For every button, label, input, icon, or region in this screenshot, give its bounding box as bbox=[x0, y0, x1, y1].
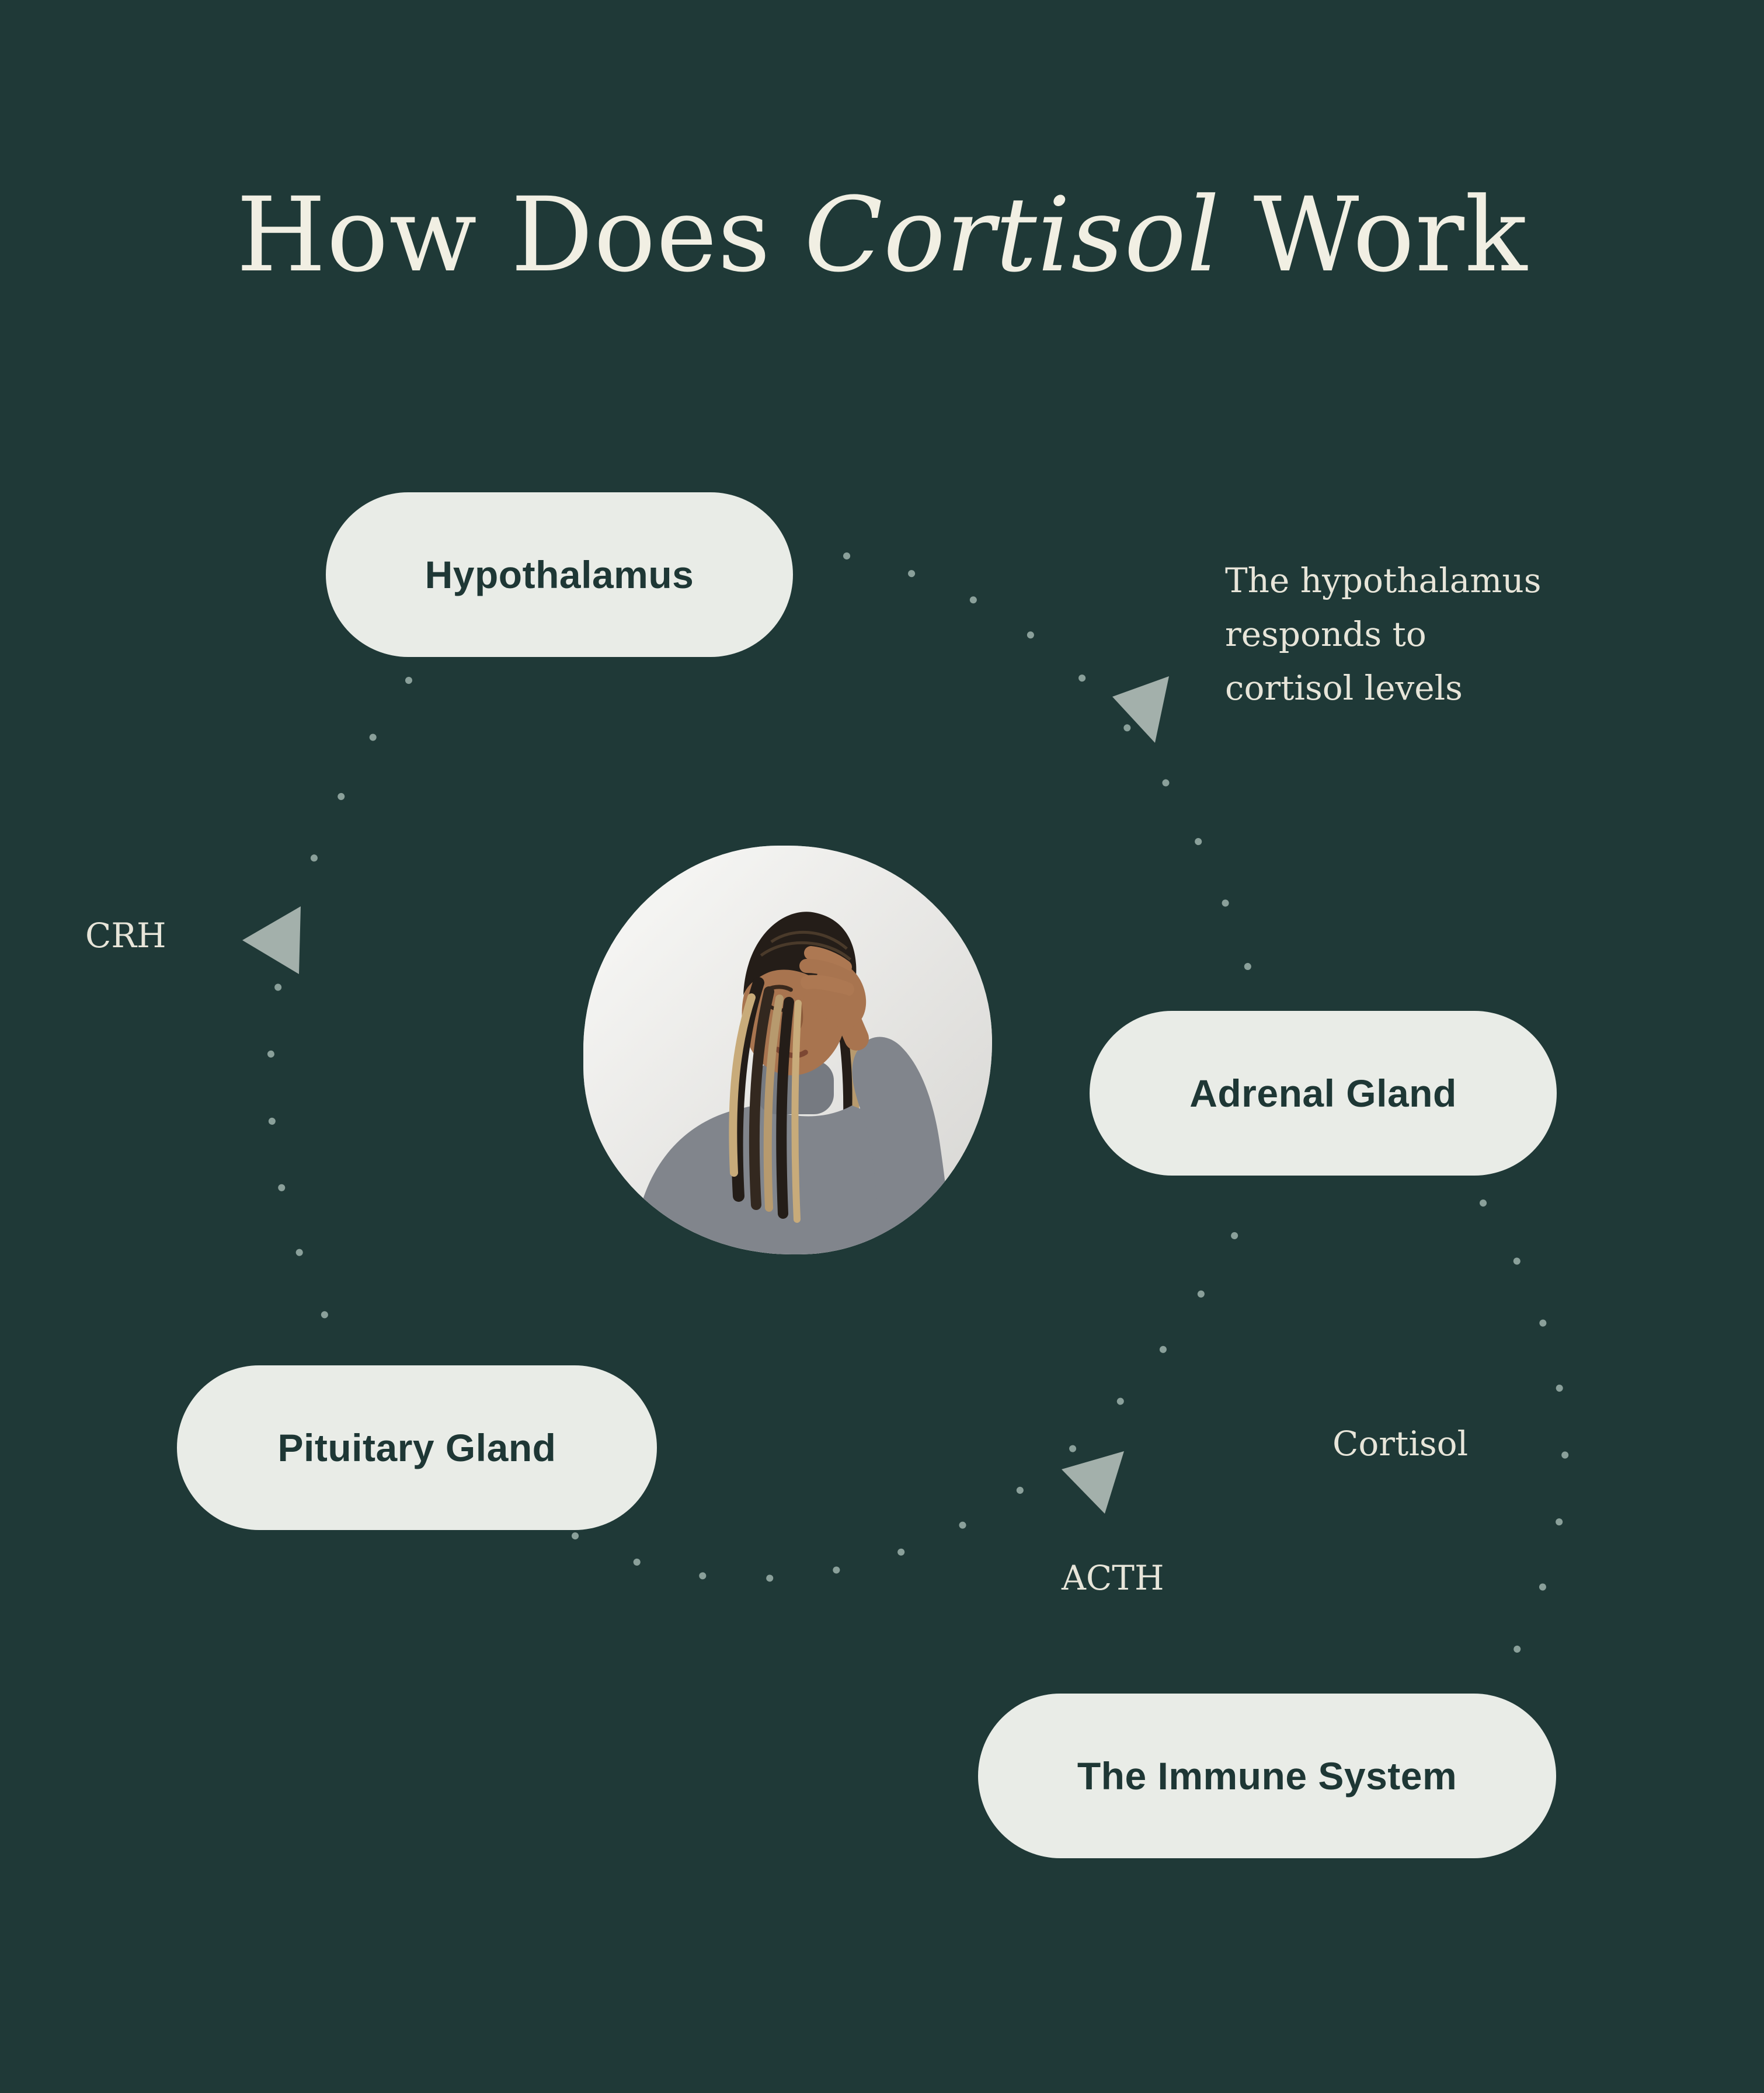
node-adrenal-gland: Adrenal Gland bbox=[1090, 1011, 1557, 1176]
node-pituitary-gland-label: Pituitary Gland bbox=[277, 1426, 556, 1469]
label-acth: ACTH bbox=[1062, 1558, 1164, 1598]
title-suffix: Work bbox=[1220, 175, 1528, 295]
node-pituitary-gland: Pituitary Gland bbox=[177, 1365, 657, 1530]
braid-strand bbox=[749, 986, 774, 1210]
crh-arrow-icon bbox=[242, 906, 301, 974]
cornrow-line bbox=[760, 941, 852, 961]
arm-sleeve bbox=[852, 1037, 951, 1254]
label-cortisol: Cortisol bbox=[1332, 1424, 1469, 1463]
node-hypothalamus: Hypothalamus bbox=[326, 492, 793, 657]
braid-strand bbox=[763, 995, 784, 1212]
annotation-line-1: The hypothalamus bbox=[1225, 561, 1542, 600]
acth-arrow-icon bbox=[1062, 1451, 1124, 1514]
dotted-arc-adrenal-to-immune bbox=[1480, 1200, 1569, 1694]
label-crh: CRH bbox=[85, 916, 166, 955]
braid-strand bbox=[776, 997, 794, 1219]
node-immune-system: The Immune System bbox=[978, 1694, 1556, 1858]
node-adrenal-gland-label: Adrenal Gland bbox=[1189, 1072, 1457, 1115]
title-italic-word: Cortisol bbox=[804, 175, 1220, 295]
node-immune-system-label: The Immune System bbox=[1077, 1754, 1457, 1798]
hypothalamus-annotation: The hypothalamus responds to cortisol le… bbox=[1225, 554, 1599, 715]
stressed-woman-illustration bbox=[583, 846, 992, 1254]
finger bbox=[804, 946, 852, 974]
finger bbox=[803, 990, 851, 1007]
center-photo bbox=[583, 846, 992, 1254]
feedback-arrow-icon bbox=[1112, 676, 1169, 743]
braid-strand bbox=[791, 1000, 802, 1223]
braid-strand bbox=[729, 993, 756, 1177]
dotted-arc-pituitary-to-adrenal bbox=[572, 1214, 1247, 1583]
finger bbox=[799, 959, 854, 985]
cornrow-line bbox=[770, 930, 848, 950]
annotation-line-3: cortisol levels bbox=[1225, 668, 1463, 708]
finger bbox=[801, 975, 854, 996]
annotation-line-2: responds to bbox=[1225, 614, 1426, 654]
page-title: How Does Cortisol Work bbox=[0, 175, 1764, 295]
title-prefix: How Does bbox=[236, 175, 805, 295]
dotted-arc-hypothalamus-to-pituitary bbox=[267, 677, 412, 1341]
node-hypothalamus-label: Hypothalamus bbox=[425, 553, 694, 596]
